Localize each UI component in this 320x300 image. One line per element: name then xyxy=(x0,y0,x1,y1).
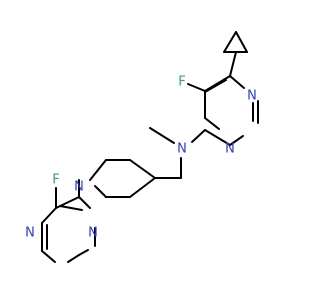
atom-labels: F N N N F N N N xyxy=(25,75,257,241)
atom-f-top: F xyxy=(178,75,185,90)
atom-n-piperidine: N xyxy=(74,180,84,195)
lower-pyrimidine-ring xyxy=(41,196,96,263)
ring-to-amine-bond xyxy=(191,129,206,143)
piperidine-ring xyxy=(89,159,156,198)
molecule-structure: F N N N F N N N xyxy=(25,31,259,263)
atom-n-amine: N xyxy=(177,142,187,157)
atom-n-ring4: N xyxy=(88,226,98,241)
c-f-bond-top xyxy=(187,83,206,92)
n-methyl-bond xyxy=(149,127,175,144)
atom-n-ring2: N xyxy=(225,142,235,157)
cyclopropyl-ring xyxy=(223,31,248,77)
atom-f-bottom: F xyxy=(52,173,59,188)
atom-n-ring1: N xyxy=(247,89,257,104)
atom-n-ring3: N xyxy=(25,226,35,241)
upper-pyrimidine-ring xyxy=(204,75,259,146)
